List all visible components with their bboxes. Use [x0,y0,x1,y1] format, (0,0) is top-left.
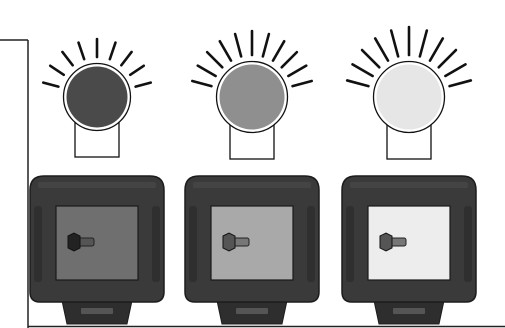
light-ray [288,66,306,76]
light-ray [430,38,443,60]
light-ray [445,64,465,76]
device-right-bevel [152,206,160,282]
camera-monitor-icon [342,176,476,324]
light-ray [347,80,368,86]
light-ray [282,52,297,67]
light-ray [220,41,231,60]
light-ray [353,64,373,76]
panel-light [342,27,476,324]
light-ray [192,81,211,86]
bolt-head [223,233,235,251]
light-ray [420,31,427,57]
device-left-bevel [189,206,197,282]
bulb-light [377,65,442,130]
device-right-bevel [464,206,472,282]
light-ray [207,52,222,67]
device-mount-label [81,308,113,314]
light-ray [110,43,116,59]
light-ray [450,80,471,86]
light-ray [439,50,456,67]
device-top-notch [38,182,156,188]
device-top-notch [350,182,468,188]
panel-dark [30,39,164,324]
camera-monitor-icon [30,176,164,324]
bolt-head [68,233,80,251]
bulb-light [67,67,128,128]
light-ray [121,52,131,65]
light-ray [273,41,284,60]
bolt-head [380,233,392,251]
panel-medium [185,31,319,324]
light-ray [136,83,151,87]
device-mount-label [236,308,268,314]
device-top-notch [193,182,311,188]
light-ray [362,50,379,67]
light-ray [79,43,85,59]
light-ray [375,38,388,60]
light-ray [391,31,398,57]
light-ray [198,66,216,76]
device-mount-label [393,308,425,314]
device-left-bevel [346,206,354,282]
device-right-bevel [307,206,315,282]
light-ray [62,52,72,65]
light-ray [50,66,63,75]
light-ray [130,66,143,75]
light-ray [293,81,312,86]
camera-monitor-icon [185,176,319,324]
light-ray [235,34,241,56]
light-ray [43,83,58,87]
light-ray [263,34,269,56]
bulb-light [220,65,285,130]
device-left-bevel [34,206,42,282]
